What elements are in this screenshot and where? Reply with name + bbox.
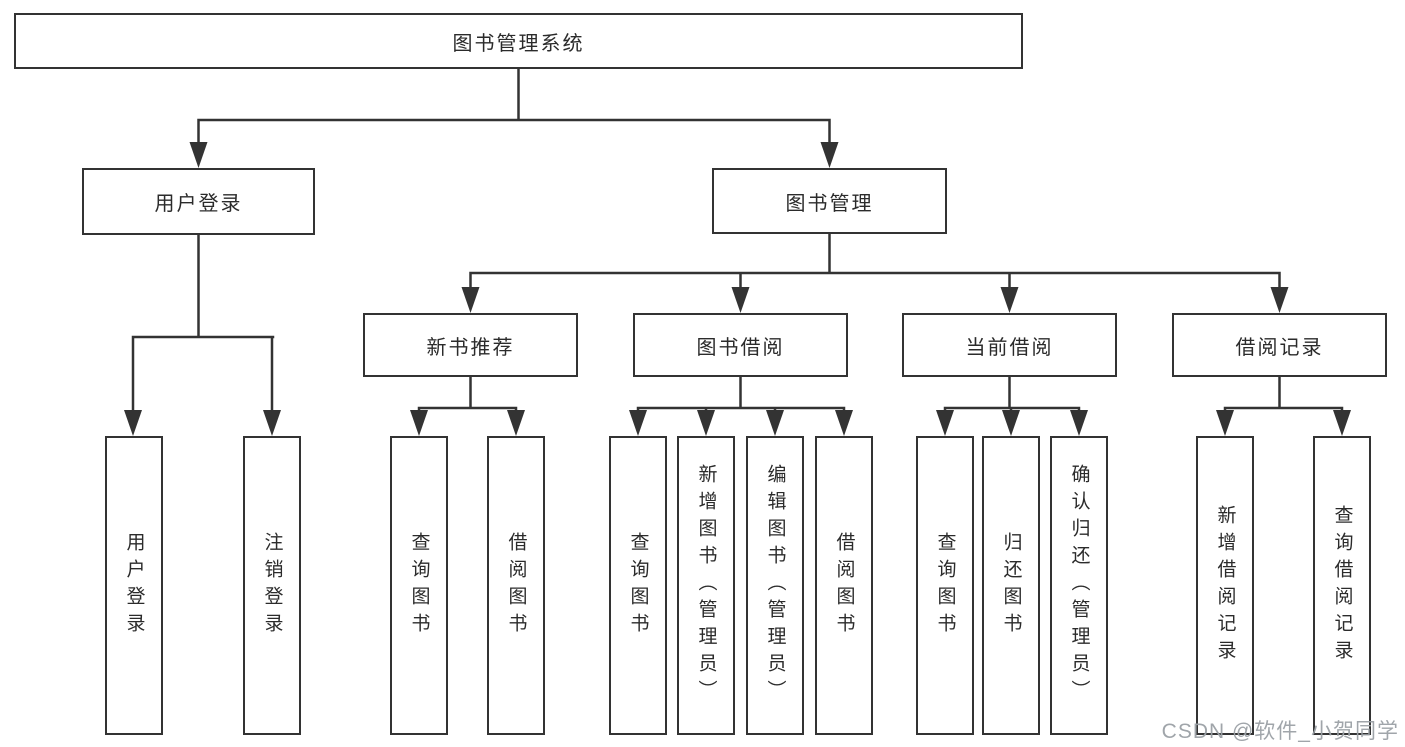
node-book-management-label: 图书管理 (785, 192, 874, 215)
node-book-management: 图书管理 (712, 168, 947, 234)
node-new-book-recommend: 新书推荐 (363, 313, 578, 377)
leaf-query-books-2: 查询图书 (609, 436, 667, 735)
leaf-logout: 注销登录 (243, 436, 301, 735)
connector-root-branch (197, 69, 831, 148)
leaf-user-login: 用户登录 (105, 436, 163, 735)
node-current-borrow-label: 当前借阅 (965, 336, 1054, 359)
node-current-borrow: 当前借阅 (902, 313, 1117, 377)
leaf-borrow-books-2-label: 借阅图书 (833, 531, 855, 640)
leaf-add-book-admin: 新增图书（管理员） (677, 436, 735, 735)
watermark: CSDN @软件_小贺同学 (1161, 720, 1399, 743)
leaf-borrow-books-1: 借阅图书 (487, 436, 545, 735)
leaf-logout-label: 注销登录 (261, 531, 283, 640)
leaf-confirm-return-admin: 确认归还（管理员） (1050, 436, 1108, 735)
leaf-query-books-1-label: 查询图书 (408, 531, 430, 640)
leaf-query-borrow-record-label: 查询借阅记录 (1331, 504, 1353, 667)
node-new-book-recommend-label: 新书推荐 (426, 336, 515, 359)
leaf-user-login-label: 用户登录 (123, 531, 145, 640)
leaf-add-borrow-record-label: 新增借阅记录 (1214, 504, 1236, 667)
node-borrow-records: 借阅记录 (1172, 313, 1387, 377)
connector-book-borrow-branch (636, 377, 846, 416)
connector-current-borrow-branch (943, 377, 1081, 416)
node-borrow-records-label: 借阅记录 (1235, 336, 1324, 359)
node-root-label: 图书管理系统 (452, 32, 585, 55)
leaf-query-borrow-record: 查询借阅记录 (1313, 436, 1371, 735)
connector-user-login-branch (131, 235, 275, 416)
leaf-add-borrow-record: 新增借阅记录 (1196, 436, 1254, 735)
leaf-confirm-return-admin-label: 确认归还（管理员） (1068, 464, 1090, 707)
leaf-query-books-2-label: 查询图书 (627, 531, 649, 640)
leaf-return-book: 归还图书 (982, 436, 1040, 735)
connector-book-management-branch (469, 234, 1281, 292)
connector-new-book-branch (417, 377, 518, 416)
leaf-return-book-label: 归还图书 (1000, 531, 1022, 640)
node-book-borrow-label: 图书借阅 (696, 336, 785, 359)
node-user-login: 用户登录 (82, 168, 315, 235)
leaf-edit-book-admin: 编辑图书（管理员） (746, 436, 804, 735)
leaf-query-books-3-label: 查询图书 (934, 531, 956, 640)
leaf-query-books-1: 查询图书 (390, 436, 448, 735)
node-book-borrow: 图书借阅 (633, 313, 848, 377)
leaf-edit-book-admin-label: 编辑图书（管理员） (764, 464, 786, 707)
node-user-login-label: 用户登录 (154, 193, 243, 215)
leaf-borrow-books-2: 借阅图书 (815, 436, 873, 735)
leaf-query-books-3: 查询图书 (916, 436, 974, 735)
leaf-add-book-admin-label: 新增图书（管理员） (695, 464, 717, 707)
connector-borrow-records-branch (1223, 377, 1344, 416)
node-root: 图书管理系统 (14, 13, 1023, 69)
leaf-borrow-books-1-label: 借阅图书 (505, 531, 527, 640)
